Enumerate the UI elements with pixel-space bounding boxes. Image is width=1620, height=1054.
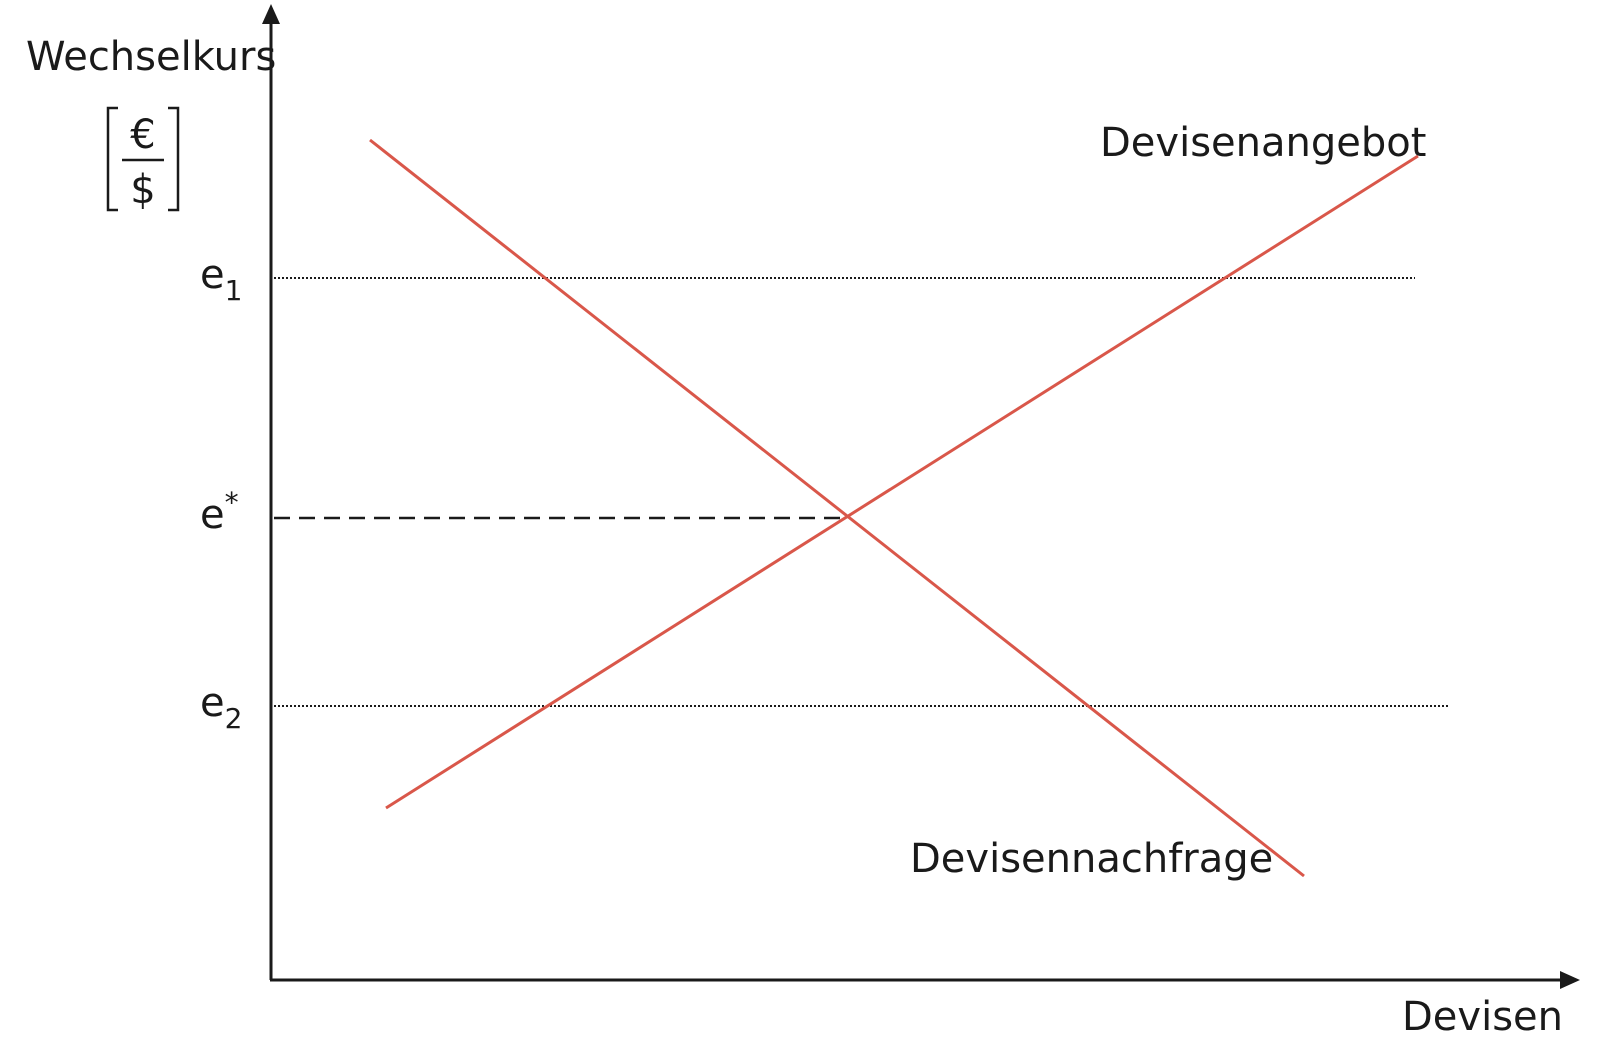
e2-subscript: 2 [225, 702, 243, 735]
e-star-base: e [200, 492, 225, 538]
demand-curve [369, 138, 1305, 878]
supply-curve-label: Devisenangebot [1100, 120, 1426, 166]
e2-label: e2 [200, 680, 242, 735]
unit-right-bracket [168, 106, 180, 212]
e1-base: e [200, 252, 225, 298]
y-axis-unit: € $ [106, 106, 180, 213]
e1-subscript: 1 [225, 274, 243, 307]
e-star-label: e* [200, 486, 239, 538]
e-star-superscript: * [225, 486, 239, 519]
unit-numerator: € [130, 112, 155, 158]
y-axis-label: Wechselkurs [26, 34, 276, 80]
e1-label: e1 [200, 252, 242, 307]
unit-left-bracket [106, 106, 118, 212]
y-axis-arrowhead [262, 4, 280, 24]
e2-base: e [200, 680, 225, 726]
supply-curve [385, 154, 1419, 810]
x-axis-label: Devisen [1402, 994, 1563, 1040]
unit-denominator: $ [130, 167, 155, 213]
demand-curve-label: Devisennachfrage [910, 836, 1273, 882]
x-axis-arrowhead [1560, 971, 1580, 989]
